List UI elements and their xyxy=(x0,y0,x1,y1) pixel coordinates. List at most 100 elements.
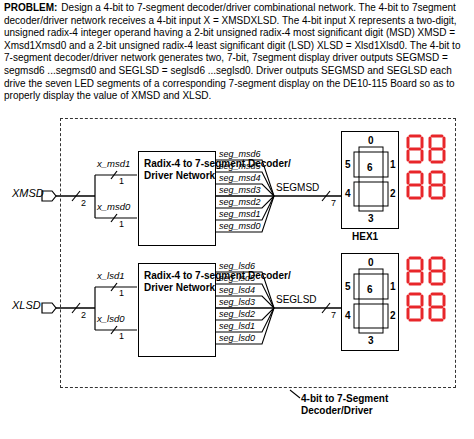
bus-width: 1 xyxy=(119,288,124,298)
label-holder: XLSD xyxy=(12,300,41,311)
red-digit-segment xyxy=(432,293,442,296)
red-digit-segment xyxy=(421,296,424,305)
segment-signal: seg_lsd6 xyxy=(219,261,255,271)
edge-label-holder: SEGLSD xyxy=(276,294,317,305)
output-bus xyxy=(216,307,341,309)
red-digit-segment xyxy=(432,306,442,309)
red-digit-segment xyxy=(443,151,446,160)
bus-width-slash xyxy=(72,191,80,201)
segment-signal: seg_lsd2 xyxy=(219,309,255,319)
bus-width: 1 xyxy=(119,331,124,341)
label-holder: seg_lsd2 xyxy=(219,309,255,320)
label-holder: 1 xyxy=(119,219,124,230)
split-wire xyxy=(94,175,95,218)
red-digit-segment xyxy=(443,273,446,282)
problem-heading: PROBLEM: xyxy=(4,2,57,13)
seven-segment-display: 0123456 xyxy=(341,253,399,351)
red-digit-segment xyxy=(410,257,420,260)
bus-width: 1 xyxy=(119,176,124,186)
segment-output-wire xyxy=(215,172,274,196)
seven-segment-display: 0123456 xyxy=(341,131,399,229)
bit-name: x_lsd1 xyxy=(97,270,124,281)
segment-number: 1 xyxy=(390,159,474,171)
segment-output-wire xyxy=(215,284,274,308)
bit-wire xyxy=(95,286,137,287)
segment-signal: seg_msd4 xyxy=(219,173,261,183)
problem-text: Design a 4-bit to 7-segment decoder/driv… xyxy=(4,2,460,101)
red-digit-segment xyxy=(407,138,410,147)
label-holder: seg_lsd6 xyxy=(219,261,255,272)
red-digit-segment xyxy=(410,270,420,273)
bus-width: 1 xyxy=(119,219,124,229)
bus-name: SEGMSD xyxy=(276,182,319,193)
segment-number: 6 xyxy=(367,162,474,174)
segment-signal: seg_lsd4 xyxy=(219,285,255,295)
red-digit-segment xyxy=(407,260,410,269)
red-digit-segment xyxy=(410,135,420,138)
output-bus xyxy=(216,195,341,197)
label-holder: 2 xyxy=(81,310,86,321)
segment-output-wire xyxy=(215,196,274,232)
split-wire xyxy=(94,287,95,330)
label-holder: 7 xyxy=(331,310,336,321)
segment-number: 5 xyxy=(345,159,474,171)
segment-number: 3 xyxy=(368,213,474,225)
display-name: HEX1 xyxy=(352,231,378,242)
block-caption: 4-bit to 7-Segment Decoder/Driver xyxy=(301,393,451,417)
edge-label-holder: SEGMSD xyxy=(276,182,319,193)
label-holder: seg_lsd1 xyxy=(219,321,255,332)
segment-number: 5 xyxy=(345,281,474,293)
display-segment xyxy=(383,304,388,328)
red-digit-segment xyxy=(410,306,420,309)
label-holder: seg_lsd4 xyxy=(219,285,255,296)
red-digit-segment xyxy=(443,309,446,318)
segment-outline xyxy=(342,132,397,227)
segment-output-wire xyxy=(215,196,274,220)
display-segment xyxy=(359,328,383,333)
label-holder: seg_msd3 xyxy=(219,185,261,196)
display-segment xyxy=(359,147,383,152)
label-holder: 1 xyxy=(119,288,124,299)
label-holder: 1 xyxy=(119,176,124,187)
label-holder: x_lsd1 xyxy=(97,270,124,281)
label-holder: HEX1 xyxy=(352,231,378,242)
bus-width: 2 xyxy=(81,198,86,208)
red-digit-segment xyxy=(410,148,420,151)
red-digit-segment xyxy=(410,161,420,164)
segment-signal: seg_lsd1 xyxy=(219,321,255,331)
red-digit-segment xyxy=(429,151,432,160)
red-digit-segment xyxy=(407,273,410,282)
red-digit-segment xyxy=(410,197,420,200)
segment-signal: seg_msd2 xyxy=(219,197,261,207)
bit-wire xyxy=(95,329,137,330)
red-digit-segment xyxy=(432,197,442,200)
display-segment xyxy=(354,152,359,177)
segment-outline xyxy=(342,254,397,349)
red-digit-segment xyxy=(429,273,432,282)
red-digit-segment xyxy=(410,184,420,187)
segment-number: 2 xyxy=(390,188,474,200)
segment-number: 2 xyxy=(390,310,474,322)
bus-width-slash xyxy=(111,283,117,291)
label-holder: 2 xyxy=(81,198,86,209)
red-digit-segment xyxy=(410,283,420,286)
segment-number: 4 xyxy=(345,310,474,322)
input-name: XMSD xyxy=(12,187,44,199)
red-digit-segment xyxy=(421,138,424,147)
input-name: XLSD xyxy=(12,299,41,311)
label-holder: seg_msd0 xyxy=(219,221,261,232)
red-digit-segment xyxy=(410,293,420,296)
segment-signal: seg_lsd5 xyxy=(219,273,255,283)
red-digit-segment xyxy=(421,260,424,269)
red-digit-segment xyxy=(432,270,442,273)
label-holder: seg_lsd5 xyxy=(219,273,255,284)
label-holder: x_msd1 xyxy=(97,158,130,169)
red-digit-segment xyxy=(443,260,446,269)
segment-output-wire xyxy=(215,308,274,344)
leader-line xyxy=(290,390,300,398)
red-digit-segment xyxy=(429,187,432,196)
red-digit-segment xyxy=(429,296,432,305)
red-digit-segment xyxy=(432,148,442,151)
segment-number: 1 xyxy=(390,281,474,293)
bus-width: 7 xyxy=(331,310,336,320)
